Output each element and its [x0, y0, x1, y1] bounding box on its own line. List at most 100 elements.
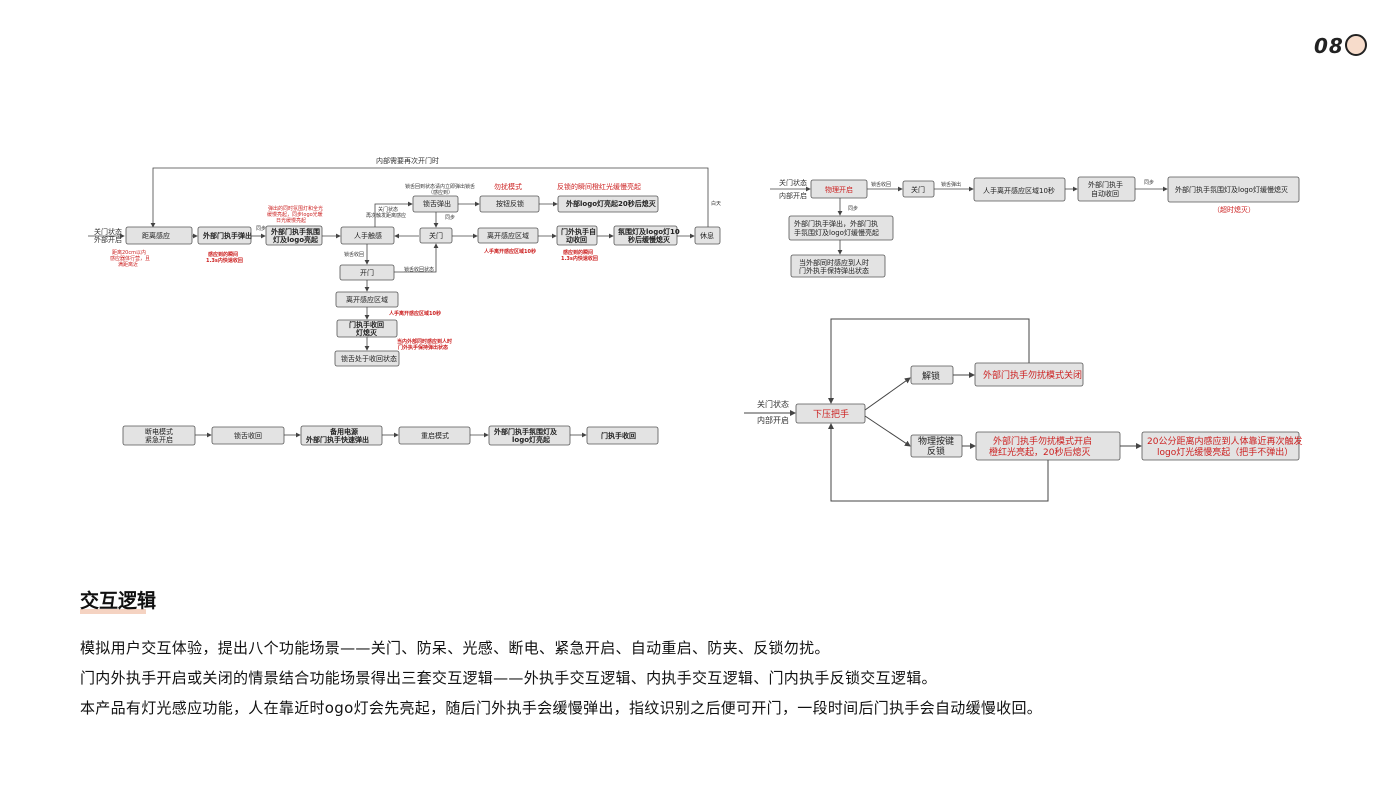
svg-text:灯及logo亮起: 灯及logo亮起: [273, 235, 319, 244]
flow3-sync: 同步: [1144, 180, 1154, 186]
flow2-box-5: 外部门执手氛围灯及 logo灯亮起: [488, 425, 571, 446]
flow1-sync-label: 同步: [256, 226, 266, 232]
svg-text:门外执手自: 门外执手自: [561, 227, 596, 236]
flow1-box-handle-out: 外部门执手弹出: [197, 226, 252, 245]
flow1-exterior-handle: 内部需要再次开门时 关门状态 外部开启 距离20cm以内 感应器体行营，且 满距…: [88, 156, 721, 367]
svg-text:离开感应区域: 离开感应区域: [487, 231, 529, 240]
page-indicator-dot: [1345, 34, 1367, 56]
svg-text:关门: 关门: [911, 185, 925, 194]
flow4-box-press: 下压把手: [795, 403, 866, 424]
flow1-box-leave1: 离开感应区域: [477, 227, 539, 244]
flow1-note-leave1: 人手离开感应区域10秒: [483, 248, 536, 255]
paragraph-1: 模拟用户交互体验，提出八个功能场景——关门、防呆、光感、断电、紧急开启、自动重启…: [80, 639, 830, 657]
flow3-note-tongue: 锁舌收回: [871, 181, 891, 188]
flow3-note-timeout: （超时熄灭）: [1213, 205, 1255, 214]
svg-text:备用电源: 备用电源: [329, 427, 358, 436]
flow1-note-light: 弹出的同时氛围灯和全光: [268, 205, 323, 212]
flow1-start-label-2: 外部开启: [94, 235, 122, 244]
flow1-box-tongue-state: 锁舌处于收回状态: [334, 350, 400, 367]
flow2-box-3: 备用电源 外部门执手快速弹出: [300, 425, 383, 446]
flow1-start-note-2: 感应器体行营，且: [110, 255, 150, 262]
flow1-start-note-3: 满距离近: [118, 261, 138, 268]
flow2-power-outage: 断电模式 紧急开启 锁舌收回 备用电源 外部门执手快速弹出 重启模式 外部门执手…: [122, 425, 659, 446]
svg-text:自动收回: 自动收回: [1091, 189, 1119, 198]
svg-text:锁舌处于收回状态: 锁舌处于收回状态: [341, 354, 397, 363]
svg-text:反锁: 反锁: [927, 445, 945, 457]
svg-text:外部门执手氛围: 外部门执手氛围: [271, 227, 320, 236]
svg-text:logo灯亮起: logo灯亮起: [512, 435, 551, 444]
svg-text:当外部同时感应到人时: 当外部同时感应到人时: [799, 258, 869, 267]
svg-text:秒后缓慢熄灭: 秒后缓慢熄灭: [628, 235, 671, 244]
svg-text:橙红光亮起，20秒后熄灭: 橙红光亮起，20秒后熄灭: [989, 446, 1090, 458]
svg-text:锁舌弹出: 锁舌弹出: [423, 199, 451, 208]
flow4-box-unlock: 解锁: [910, 365, 954, 385]
flow1-note-open: 锁舌收回状态: [404, 266, 434, 273]
flow3-start-label-2: 内部开启: [779, 191, 807, 200]
flow1-note-leave2: 人手离开感应区域10秒: [388, 310, 441, 317]
flow3-note-pop: 锁舌弹出: [941, 181, 961, 188]
flow1-box-ambient-light: 外部门执手氛围 灯及logo亮起: [265, 225, 323, 246]
flow1-box-close: 关门: [419, 227, 453, 244]
svg-text:氛围灯及logo灯10: 氛围灯及logo灯10: [618, 227, 680, 236]
flow1-note-antiknock: 勿扰模式: [494, 182, 522, 191]
flow1-note-tongue-2: （感应到）: [428, 189, 453, 196]
section-title-underline: [80, 609, 146, 614]
paragraph-2: 门内外执手开启或关闭的情景结合功能场景得出三套交互逻辑——外执手交互逻辑、内执手…: [80, 669, 937, 687]
flow3-box-fade: 外部门执手氛围灯及logo灯缓慢熄灭: [1167, 176, 1300, 203]
flow4-interior-lock: 关门状态 内部开启 下压把手 解锁 外部门执手勿扰模式关闭 物理按键 反锁 外部…: [744, 318, 1302, 502]
svg-text:重启模式: 重启模式: [421, 431, 449, 440]
flow3-interior-open: 关门状态 内部开启 物理开启 锁舌收回 关门 锁舌弹出 人手离开感应区域10秒 …: [770, 176, 1300, 278]
flow2-box-1: 断电模式 紧急开启: [122, 425, 196, 446]
flow1-box-person: 人手触感: [340, 226, 395, 245]
flow1-start-note: 距离20cm以内: [112, 249, 146, 256]
svg-text:外部门执手氛围灯及: 外部门执手氛围灯及: [494, 427, 558, 436]
flow1-box-ambient-fade: 氛围灯及logo灯10 秒后缓慢熄灭: [613, 225, 680, 246]
section-title: 交互逻辑: [80, 590, 157, 612]
svg-text:开门: 开门: [360, 268, 374, 277]
flow3-start-label: 关门状态: [779, 178, 807, 187]
svg-text:下压把手: 下压把手: [813, 408, 849, 420]
svg-text:外部门执手弹出: 外部门执手弹出: [203, 231, 252, 240]
svg-text:手氛围灯及logo灯缓慢亮起: 手氛围灯及logo灯缓慢亮起: [794, 228, 879, 237]
paragraph-3: 本产品有灯光感应功能，人在靠近时ogo灯会先亮起，随后门外执手会缓慢弹出，指纹识…: [80, 699, 1043, 717]
flow1-box-tongue-out: 锁舌弹出: [412, 195, 459, 213]
flow3-box-popout: 外部门执手弹出，外部门执 手氛围灯及logo灯缓慢亮起: [788, 215, 894, 241]
flow3-box-leave: 人手离开感应区域10秒: [973, 177, 1066, 202]
svg-text:外部logo灯亮起20秒后熄灭: 外部logo灯亮起20秒后熄灭: [566, 199, 657, 208]
flow3-box-keep: 当外部同时感应到人时 门外执手保持弹出状态: [790, 254, 886, 278]
svg-text:外部门执手勿扰模式关闭: 外部门执手勿扰模式关闭: [983, 369, 1082, 381]
svg-text:门执手收回: 门执手收回: [349, 320, 384, 329]
flow1-start-label: 关门状态: [94, 227, 122, 236]
svg-text:人手触感: 人手触感: [354, 231, 382, 240]
svg-text:外部门执手勿扰模式开启: 外部门执手勿扰模式开启: [993, 435, 1092, 447]
svg-text:20公分距离内感应到人体靠近再次触发: 20公分距离内感应到人体靠近再次触发: [1147, 435, 1302, 447]
svg-text:锁舌收回: 锁舌收回: [234, 431, 262, 440]
flow1-box-antiknock: 按钮反锁: [479, 195, 540, 213]
flow3-box-close: 关门: [902, 180, 935, 198]
flow1-note-handle-in: 感应到的瞬间: [563, 249, 593, 256]
svg-text:关门: 关门: [429, 231, 443, 240]
flow3-box-auto: 外部门执手 自动收回: [1077, 176, 1136, 202]
flow1-note-tongue-back: 锁舌收回: [344, 251, 364, 258]
svg-text:断电模式: 断电模式: [145, 427, 173, 436]
flow3-box-physical: 物理开启: [810, 179, 868, 199]
svg-text:logo灯光缓慢亮起（把手不弹出）: logo灯光缓慢亮起（把手不弹出）: [1157, 446, 1293, 458]
svg-text:外部门执手氛围灯及logo灯缓慢熄灭: 外部门执手氛围灯及logo灯缓慢熄灭: [1175, 185, 1288, 194]
svg-text:门执手收回: 门执手收回: [601, 431, 636, 440]
flow1-note-logo20: 反锁的瞬间橙红光缓慢亮起: [557, 182, 641, 191]
flow4-box-key: 物理按键 反锁: [910, 434, 963, 458]
svg-text:灯熄灭: 灯熄灭: [356, 328, 378, 337]
flow1-note-tongue: 锁舌回到状态请内立即弹出锁舌: [405, 183, 475, 190]
flow4-box-near: 20公分距离内感应到人体靠近再次触发 logo灯光缓慢亮起（把手不弹出）: [1141, 431, 1302, 461]
flow1-note-handle-off: 当内外部同时感应到人时: [397, 338, 452, 345]
svg-text:外部门执手快速弹出: 外部门执手快速弹出: [306, 435, 369, 444]
flow1-box-open: 开门: [339, 264, 395, 281]
svg-text:按钮反锁: 按钮反锁: [496, 199, 524, 208]
flow1-note-lock-2: 再次触发距离感应: [366, 212, 406, 219]
flow1-note-handle: 感应到的瞬间: [208, 251, 238, 258]
flow1-note-handle-off-2: 门外执手保持弹出状态: [398, 344, 448, 351]
svg-text:人手离开感应区域10秒: 人手离开感应区域10秒: [983, 186, 1055, 195]
flow4-start-label-2: 内部开启: [757, 415, 789, 425]
flow2-box-2: 锁舌收回: [211, 426, 285, 445]
